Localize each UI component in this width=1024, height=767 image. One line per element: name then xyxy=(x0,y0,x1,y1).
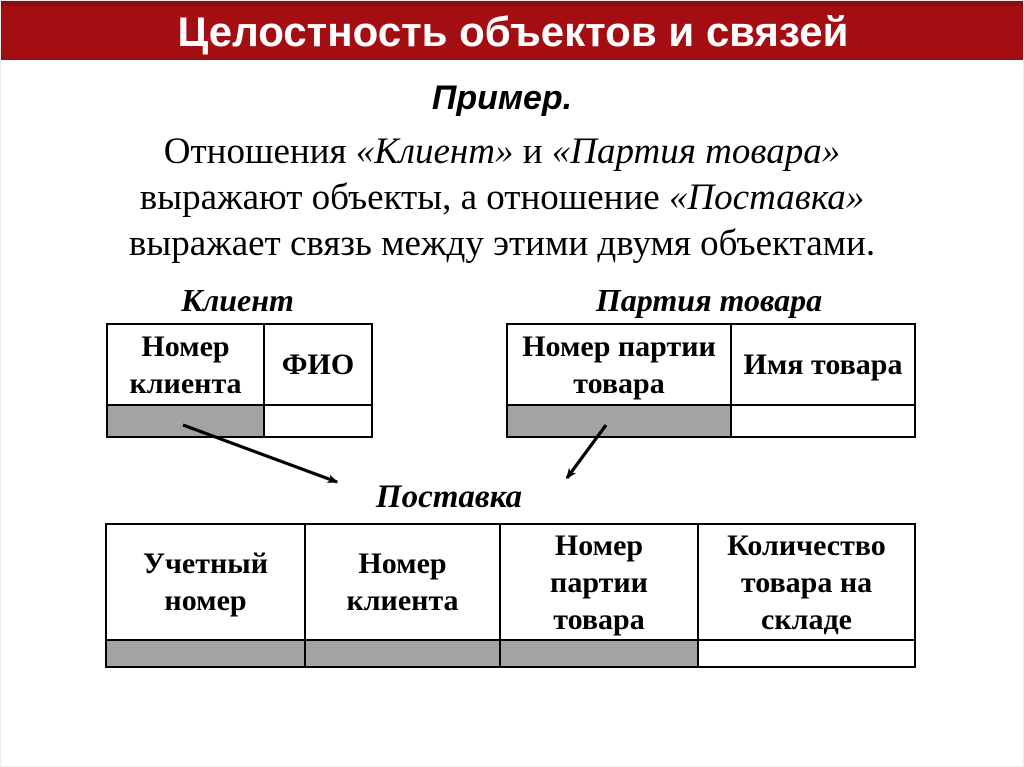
supply-column-stock-quantity: Количество товара на складе xyxy=(697,523,916,641)
relation-name-supply: «Поставка» xyxy=(668,177,865,218)
supply-key-cell-client xyxy=(304,639,501,668)
client-column-client-number: Номер клиента xyxy=(106,323,265,406)
supply-column-batch-number: Номер партии товара xyxy=(499,523,699,641)
supply-empty-cell xyxy=(697,639,916,668)
batch-table-title: Партия товара xyxy=(595,282,823,318)
supply-data-row xyxy=(105,639,916,668)
paragraph-line-1: Отношения «Клиент» и «Партия товара» xyxy=(106,129,898,175)
client-table: Номер клиента ФИО xyxy=(106,323,373,438)
batch-column-batch-number: Номер партии товара xyxy=(506,323,732,406)
client-column-fio: ФИО xyxy=(263,323,373,406)
batch-data-row xyxy=(506,404,916,438)
supply-key-cell-batch xyxy=(499,639,699,668)
paragraph-line-3: выражает связь между этими двумя объекта… xyxy=(106,221,898,267)
supply-column-account-number: Учетный номер xyxy=(105,523,306,641)
paragraph-line-2: выражают объекты, а отношение «Поставка» xyxy=(106,175,898,221)
example-heading: Пример. xyxy=(431,79,573,117)
text-segment: и xyxy=(513,131,552,172)
client-key-cell xyxy=(106,404,265,438)
example-paragraph: Отношения «Клиент» и «Партия товара» выр… xyxy=(106,129,898,267)
client-table-title: Клиент xyxy=(181,282,294,318)
batch-table: Номер партии товара Имя товара xyxy=(506,323,916,438)
supply-table-title: Поставка xyxy=(375,479,523,515)
supply-column-client-number: Номер клиента xyxy=(304,523,501,641)
client-data-row xyxy=(106,404,373,438)
relation-name-batch: «Партия товара» xyxy=(551,131,841,172)
text-segment: Отношения xyxy=(163,131,356,172)
supply-key-cell-account xyxy=(105,639,306,668)
text-segment: выражают объекты, а отношение xyxy=(139,177,669,218)
batch-key-cell xyxy=(506,404,732,438)
batch-empty-cell xyxy=(730,404,916,438)
slide-title: Целостность объектов и связей xyxy=(177,8,849,55)
batch-column-item-name: Имя товара xyxy=(730,323,916,406)
supply-table: Учетный номер Номер клиента Номер партии… xyxy=(105,523,916,668)
batch-header-row: Номер партии товара Имя товара xyxy=(506,323,916,406)
supply-header-row: Учетный номер Номер клиента Номер партии… xyxy=(105,523,916,641)
client-empty-cell xyxy=(263,404,373,438)
client-header-row: Номер клиента ФИО xyxy=(106,323,373,406)
relation-name-client: «Клиент» xyxy=(355,131,514,172)
slide-title-bar: Целостность объектов и связей xyxy=(1,1,1023,60)
text-segment: выражает связь между этими двумя объекта… xyxy=(128,223,876,264)
